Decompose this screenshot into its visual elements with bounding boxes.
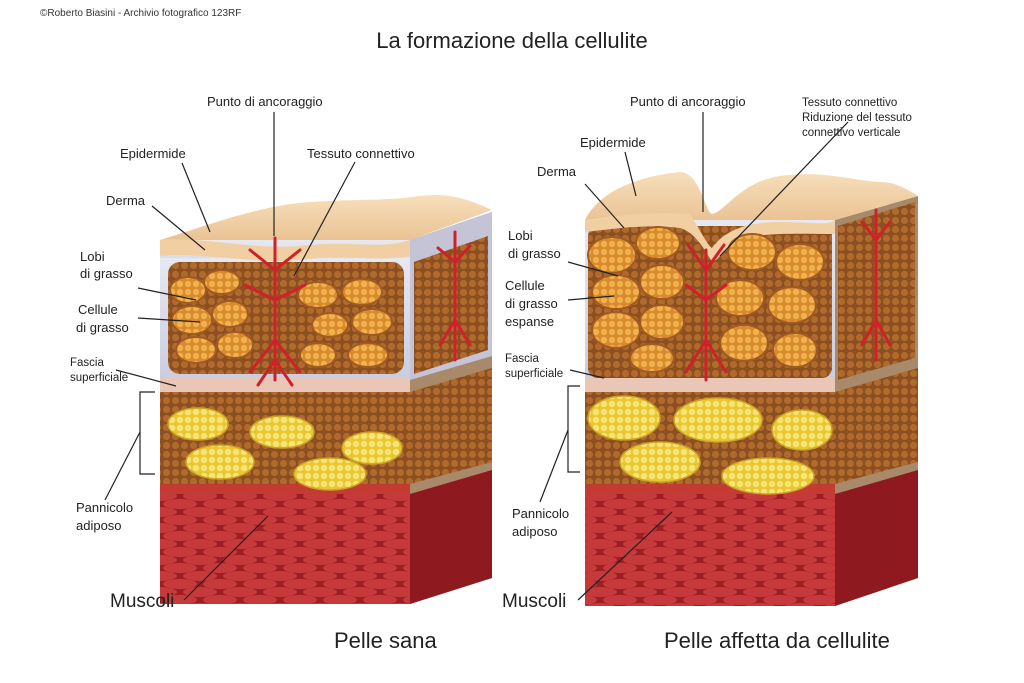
label-anchor-point: Punto di ancoraggio	[207, 94, 323, 109]
label-connective-tissue: Tessuto connettivo	[307, 146, 415, 161]
expanded-fat-lobes	[587, 226, 825, 373]
diagram-title: La formazione della cellulite	[376, 28, 648, 53]
label-fascia-right-line2: superficiale	[505, 368, 564, 380]
label-panniculus-right-line2: adiposo	[512, 524, 558, 539]
label-connective-line3: connettivo verticale	[802, 127, 901, 139]
label-fascia-line1: Fascia	[70, 357, 104, 369]
label-connective-line1: Tessuto connettivo	[802, 97, 898, 109]
label-fat-lobes-right-line1: Lobi	[508, 228, 533, 243]
label-derma: Derma	[106, 193, 146, 208]
label-fat-cells-right-line1: Cellule	[505, 278, 545, 293]
cellulite-skin-block	[585, 172, 918, 606]
caption-cellulite-skin: Pelle affetta da cellulite	[664, 628, 890, 653]
label-fat-lobes-line2: di grasso	[80, 266, 133, 281]
photo-credit: ©Roberto Biasini - Archivio fotografico …	[40, 8, 242, 19]
label-muscles-right: Muscoli	[502, 591, 567, 612]
label-fat-cells-right-line2: di grasso	[505, 296, 558, 311]
label-fat-cells-right-line3: espanse	[505, 314, 555, 329]
label-muscles: Muscoli	[110, 591, 175, 612]
label-epidermis-right: Epidermide	[580, 135, 646, 150]
panniculus-fat	[167, 407, 403, 491]
label-fascia-line2: superficiale	[70, 372, 129, 384]
label-fat-lobes-line1: Lobi	[80, 249, 105, 264]
label-epidermis: Epidermide	[120, 146, 186, 161]
healthy-skin-block	[160, 194, 492, 604]
panniculus-fat-right	[587, 395, 833, 495]
label-connective-line2: Riduzione del tessuto	[802, 112, 912, 124]
label-panniculus-right-line1: Pannicolo	[512, 506, 570, 521]
label-panniculus-line2: adiposo	[76, 518, 122, 533]
leader-lines	[104, 112, 849, 601]
label-fascia-right-line1: Fascia	[505, 353, 539, 365]
label-derma-right: Derma	[537, 164, 577, 179]
label-fat-lobes-right-line2: di grasso	[508, 246, 561, 261]
label-panniculus-line1: Pannicolo	[76, 500, 134, 515]
connective-tissue	[243, 230, 472, 387]
fat-lobes	[169, 269, 393, 368]
caption-healthy-skin: Pelle sana	[334, 628, 437, 653]
label-fat-cells-line2: di grasso	[76, 320, 129, 335]
label-fat-cells-line1: Cellule	[78, 302, 118, 317]
connective-tissue-right	[684, 208, 892, 382]
label-anchor-point-right: Punto di ancoraggio	[630, 94, 746, 109]
